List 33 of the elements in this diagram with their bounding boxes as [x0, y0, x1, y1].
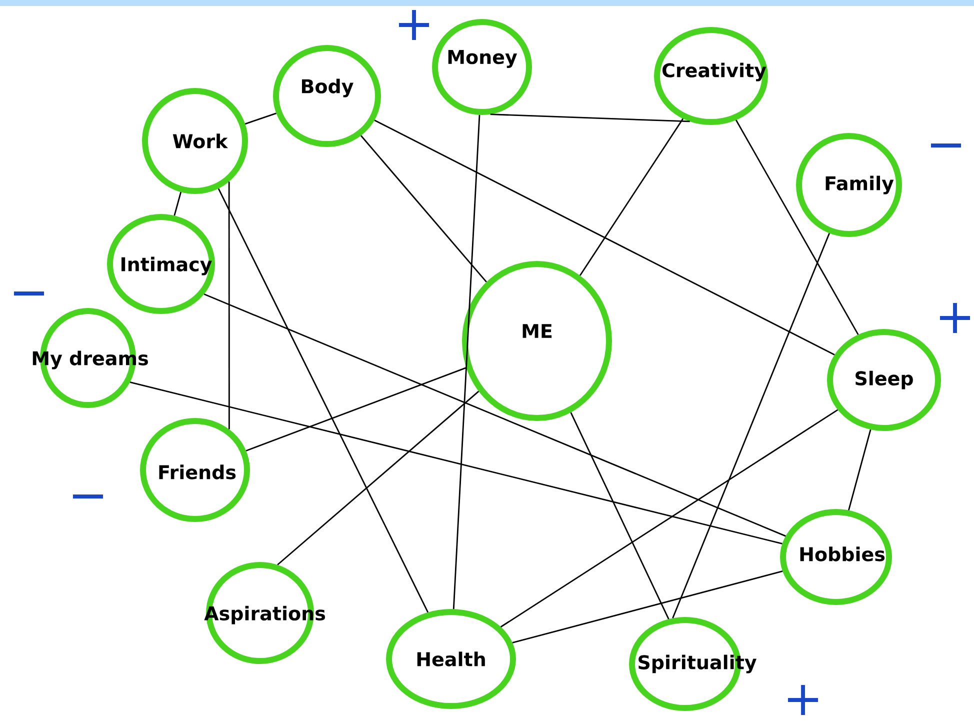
- connector-line: [374, 120, 835, 356]
- connector-line: [277, 390, 480, 566]
- sign-mark: +: [398, 10, 430, 40]
- circle-node: ME: [462, 261, 612, 421]
- circle-node: Money: [432, 19, 532, 115]
- sign-mark: +: [788, 684, 818, 716]
- sign-mark: −: [14, 291, 44, 296]
- connector-line: [512, 570, 783, 644]
- circle-node: Sleep: [827, 329, 942, 431]
- connector-line: [452, 114, 480, 610]
- connector-line: [244, 112, 276, 125]
- circle-node: Friends: [140, 418, 250, 522]
- sign-mark: −: [72, 494, 104, 498]
- circle-node: Work: [142, 88, 248, 194]
- connector-line: [130, 382, 782, 544]
- connector-line: [228, 182, 230, 430]
- connector-line: [218, 188, 429, 613]
- circle-node: Body: [273, 45, 381, 147]
- connector-line: [204, 294, 786, 537]
- circle-node: Health: [386, 609, 516, 709]
- circle-node: Hobbies: [780, 509, 892, 605]
- connector-line: [579, 118, 684, 276]
- connector-line: [735, 120, 859, 335]
- circle-node: Family: [796, 133, 902, 237]
- connector-line: [490, 114, 690, 122]
- sign-mark: +: [940, 302, 970, 334]
- connector-line: [500, 409, 838, 628]
- connector-line: [174, 192, 182, 216]
- connector-line: [848, 429, 872, 510]
- connector-line: [570, 412, 670, 620]
- connector-line: [246, 367, 467, 452]
- connector-line: [360, 135, 487, 282]
- connector-line: [672, 233, 830, 618]
